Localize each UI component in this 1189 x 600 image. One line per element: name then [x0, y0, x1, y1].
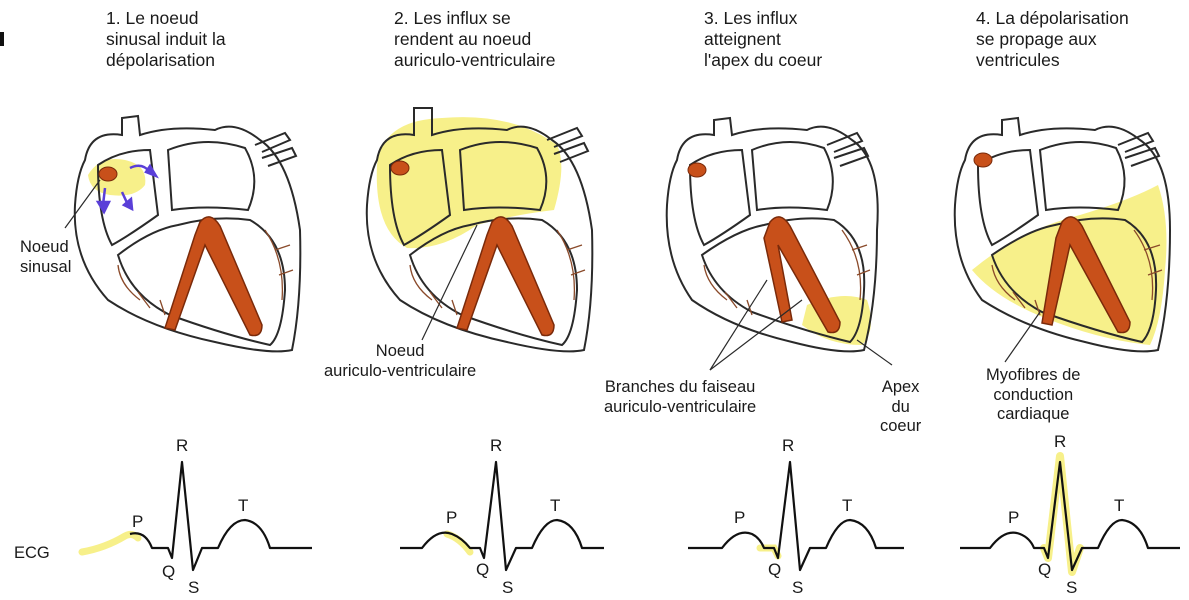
- r-wave-label-2: R: [490, 436, 502, 456]
- t-wave-label-2: T: [550, 496, 560, 516]
- ecg-axis-label: ECG: [14, 544, 50, 564]
- ecg-highlight-1: [82, 534, 138, 552]
- ecg-line-2: [400, 462, 604, 570]
- s-wave-label-1: S: [188, 578, 199, 598]
- ecg-trace-2: [292, 0, 592, 600]
- ecg-trace-1: [0, 0, 300, 600]
- ecg-line-1: [130, 462, 312, 570]
- q-wave-label-4: Q: [1038, 560, 1051, 580]
- q-wave-label-2: Q: [476, 560, 489, 580]
- p-wave-label-2: P: [446, 508, 457, 528]
- s-wave-label-3: S: [792, 578, 803, 598]
- p-wave-label-3: P: [734, 508, 745, 528]
- t-wave-label-1: T: [238, 496, 248, 516]
- r-wave-label-4: R: [1054, 432, 1066, 452]
- s-wave-label-4: S: [1066, 578, 1077, 598]
- step-panel-1: 1. Le noeud sinusal induit la dépolarisa…: [0, 0, 290, 600]
- t-wave-label-4: T: [1114, 496, 1124, 516]
- p-wave-label-4: P: [1008, 508, 1019, 528]
- step-panel-3: 3. Les influx atteignent l'apex du coeur…: [592, 0, 882, 600]
- p-wave-label-1: P: [132, 512, 143, 532]
- q-wave-label-3: Q: [768, 560, 781, 580]
- step-panel-2: 2. Les influx se rendent au noeud auricu…: [292, 0, 582, 600]
- r-wave-label-3: R: [782, 436, 794, 456]
- ecg-line-3: [688, 462, 904, 570]
- s-wave-label-2: S: [502, 578, 513, 598]
- ecg-trace-4: [880, 0, 1189, 600]
- step-panel-4: 4. La dépolarisation se propage aux vent…: [880, 0, 1170, 600]
- q-wave-label-1: Q: [162, 562, 175, 582]
- t-wave-label-3: T: [842, 496, 852, 516]
- r-wave-label-1: R: [176, 436, 188, 456]
